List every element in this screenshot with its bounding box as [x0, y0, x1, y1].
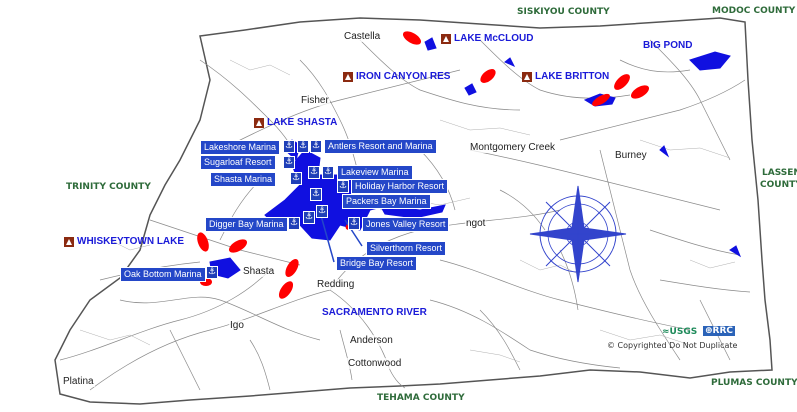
lake-name: LAKE McCLOUD — [454, 33, 534, 44]
lake-name: IRON CANYON RES — [356, 71, 451, 82]
marina-label-bridge-bay[interactable]: Bridge Bay Resort — [336, 256, 418, 271]
town-label-castella: Castella — [343, 31, 382, 42]
county-label-tehama: TEHAMA COUNTY — [377, 393, 465, 403]
anchor-icon[interactable]: ⚓ — [288, 217, 300, 230]
campground-icon — [254, 117, 264, 128]
lake-label-big-pond[interactable]: BIG POND — [643, 40, 692, 51]
copyright-notice: © Copyrighted Do Not Duplicate — [607, 341, 738, 350]
hotspot — [402, 31, 422, 45]
compass-rose-icon — [529, 185, 627, 283]
campground-icon — [522, 71, 532, 82]
iron-canyon-water — [464, 83, 477, 96]
anchor-icon[interactable]: ⚓ — [303, 211, 315, 224]
lake-label-mccloud[interactable]: LAKE McCLOUD — [441, 33, 533, 44]
lake-name: LAKE SHASTA — [267, 117, 338, 128]
anchor-icon[interactable]: ⚓ — [283, 156, 295, 169]
campground-icon — [441, 33, 451, 44]
anchor-icon[interactable]: ⚓ — [308, 166, 320, 179]
marina-label-shasta-marina[interactable]: Shasta Marina — [210, 172, 277, 187]
town-label-platina: Platina — [62, 376, 95, 387]
marina-label-lakeshore[interactable]: Lakeshore Marina — [200, 140, 281, 155]
shasta-county-boundary — [54, 17, 773, 405]
stream-network — [79, 59, 736, 363]
marina-label-oak-bottom[interactable]: Oak Bottom Marina — [120, 267, 206, 282]
rrc-logo: ⊕RRC — [703, 326, 736, 336]
anchor-icon[interactable]: ⚓ — [206, 266, 218, 279]
lake-label-whiskeytown[interactable]: WHISKEYTOWN LAKE — [64, 236, 184, 247]
marina-label-silverthorn[interactable]: Silverthorn Resort — [366, 241, 447, 256]
mccloud-water — [424, 37, 437, 51]
hotspot — [197, 232, 209, 252]
marina-label-sugarloaf[interactable]: Sugarloaf Resort — [200, 155, 276, 170]
anchor-icon[interactable]: ⚓ — [290, 172, 302, 185]
river-label-sacramento: SACRAMENTO RIVER — [322, 307, 427, 318]
marina-label-holiday-harbor[interactable]: Holiday Harbor Resort — [351, 179, 449, 194]
big-pond-water — [689, 51, 731, 71]
lake-name: WHISKEYTOWN LAKE — [77, 236, 185, 247]
marina-label-lakeview[interactable]: Lakeview Marina — [337, 165, 413, 180]
county-label-plumas: PLUMAS COUNTY — [711, 378, 797, 388]
lake-label-shasta[interactable]: LAKE SHASTA — [254, 117, 337, 128]
hotspot — [630, 85, 650, 99]
town-label-shasta: Shasta — [242, 266, 276, 277]
county-label-trinity: TRINITY COUNTY — [66, 182, 151, 192]
county-label-lassen-county: COUNTY — [760, 180, 797, 190]
county-label-lassen: LASSEN — [762, 168, 797, 178]
anchor-icon[interactable]: ⚓ — [297, 140, 309, 153]
marina-label-packers-bay[interactable]: Packers Bay Marina — [342, 194, 431, 209]
campground-icon — [343, 71, 353, 82]
town-label-cottonwood: Cottonwood — [347, 358, 403, 369]
hotspot — [614, 74, 630, 90]
anchor-icon[interactable]: ⚓ — [310, 140, 322, 153]
anchor-icon[interactable]: ⚓ — [283, 140, 295, 153]
town-label-redding: Redding — [316, 279, 356, 290]
hotspot — [278, 281, 294, 299]
county-label-siskiyou: SISKIYOU COUNTY — [517, 7, 610, 17]
marina-label-digger-bay[interactable]: Digger Bay Marina — [205, 217, 288, 232]
town-label-anderson: Anderson — [349, 335, 394, 346]
anchor-icon[interactable]: ⚓ — [310, 188, 322, 201]
lake-label-britton[interactable]: LAKE BRITTON — [522, 71, 609, 82]
hotspot — [480, 69, 496, 83]
anchor-icon[interactable]: ⚓ — [322, 166, 334, 179]
town-label-burney: Burney — [614, 150, 648, 161]
marina-label-jones-valley[interactable]: Jones Valley Resort — [362, 217, 450, 232]
town-label-fisher: Fisher — [300, 95, 330, 106]
lake-name: BIG POND — [643, 40, 693, 51]
lake-label-iron-canyon[interactable]: IRON CANYON RES — [343, 71, 450, 82]
town-label-ingot: ngot — [465, 218, 487, 229]
hotspot — [592, 93, 610, 107]
campground-icon — [64, 236, 74, 247]
usgs-logo: ≈USGS — [662, 327, 698, 337]
town-label-montgomery-creek: Montgomery Creek — [469, 142, 557, 153]
marina-label-antlers[interactable]: Antlers Resort and Marina — [324, 139, 437, 154]
leader-lines — [319, 211, 363, 263]
lake-name: LAKE BRITTON — [535, 71, 610, 82]
anchor-icon[interactable]: ⚓ — [337, 180, 349, 193]
hotspot — [285, 258, 299, 278]
anchor-icon[interactable]: ⚓ — [316, 205, 328, 218]
town-label-igo: Igo — [229, 320, 245, 331]
county-label-modoc: MODOC COUNTY — [712, 6, 796, 16]
anchor-icon[interactable]: ⚓ — [348, 217, 360, 230]
hotspot — [228, 239, 248, 253]
